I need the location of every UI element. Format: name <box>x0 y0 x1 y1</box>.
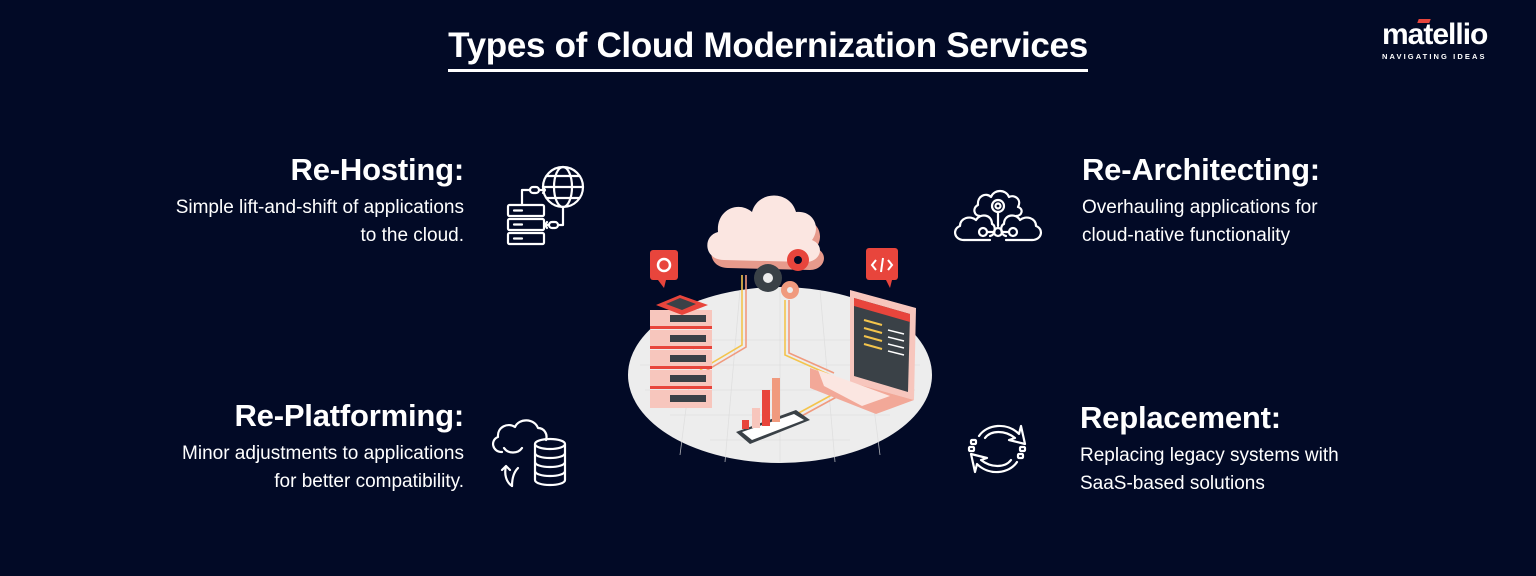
description-line-2: to the cloud. <box>360 225 464 246</box>
server-globe-icon <box>500 160 590 250</box>
service-rehosting: Re-Hosting: Simple lift-and-shift of app… <box>44 152 465 250</box>
page-title-text: Types of Cloud Modernization Services <box>448 26 1088 72</box>
matellio-logo: matellio NAVIGATING IDEAS <box>1382 18 1502 64</box>
description-line-2: SaaS-based solutions <box>1080 473 1265 494</box>
laptop <box>810 290 916 414</box>
code-badge <box>866 248 898 288</box>
cloud-modernization-illustration <box>620 170 940 470</box>
description-line-1: Simple lift-and-shift of applications <box>175 197 464 218</box>
service-replatforming: Re-Platforming: Minor adjustments to app… <box>44 398 464 496</box>
service-heading: Re-Platforming: <box>234 398 464 433</box>
logo-wordmark: matellio <box>1382 18 1502 51</box>
service-heading: Re-Architecting: <box>1082 152 1320 187</box>
service-heading: Re-Hosting: <box>290 152 465 187</box>
service-replacement: Replacement: Replacing legacy systems wi… <box>1080 400 1500 498</box>
chart-tablet <box>736 378 810 444</box>
settings-badge <box>650 250 678 288</box>
page-title: Types of Cloud Modernization Services <box>0 26 1536 72</box>
logo-tagline: NAVIGATING IDEAS <box>1382 52 1487 61</box>
description-line-1: Minor adjustments to applications <box>182 443 464 464</box>
server-rack <box>650 295 712 408</box>
description-line-2: cloud-native functionality <box>1082 225 1291 246</box>
logo-accent-mark <box>1417 19 1431 23</box>
cloud-network-icon <box>950 180 1046 246</box>
description-line-1: Overhauling applications for <box>1082 197 1318 218</box>
refresh-cycle-icon <box>965 418 1031 480</box>
service-description: Simple lift-and-shift of applications to… <box>44 194 464 250</box>
cloud-database-upload-icon <box>486 410 570 490</box>
logo-wordmark-text: matellio <box>1382 18 1488 51</box>
service-description: Minor adjustments to applications for be… <box>44 440 464 496</box>
service-heading: Replacement: <box>1080 400 1281 435</box>
service-rearchitecting: Re-Architecting: Overhauling application… <box>1082 152 1502 250</box>
description-line-2: for better compatibility. <box>274 471 464 492</box>
service-description: Replacing legacy systems with SaaS-based… <box>1080 442 1500 498</box>
service-description: Overhauling applications for cloud-nativ… <box>1082 194 1502 250</box>
description-line-1: Replacing legacy systems with <box>1080 445 1339 466</box>
